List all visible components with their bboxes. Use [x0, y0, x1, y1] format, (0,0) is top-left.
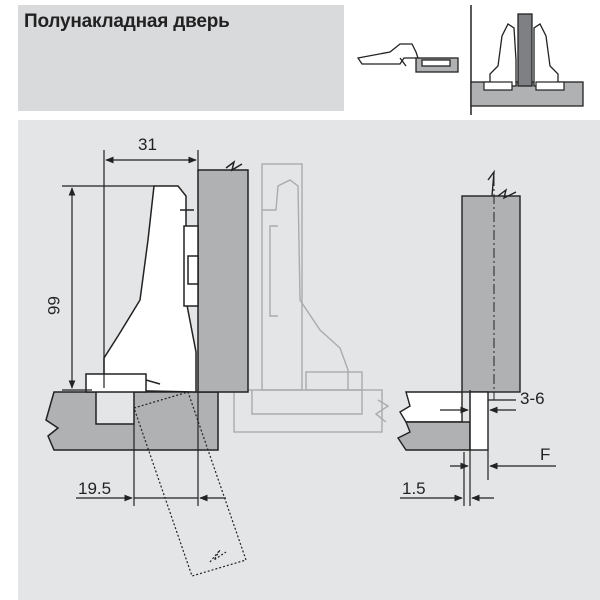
cabinet-panel	[45, 391, 219, 451]
dim-height-left-label: 66	[44, 296, 63, 315]
dim-offset-bottom-label: 19.5	[78, 479, 111, 498]
dim-offset-bottom	[76, 392, 226, 506]
title-box: Полунакладная дверь	[18, 5, 344, 111]
hinge-side-icon	[356, 43, 459, 73]
half-overlay-icon	[470, 5, 584, 115]
dim-distance-small	[400, 452, 494, 506]
dim-distance-small-label: 1.5	[402, 479, 426, 498]
door-panel	[197, 160, 249, 393]
dim-overlay-label: F	[540, 445, 550, 464]
dim-width-top-label: 31	[138, 135, 157, 154]
open-door-dotted	[133, 391, 247, 577]
dim-gap-range	[440, 390, 516, 506]
section-view	[396, 169, 521, 451]
dim-gap-range-label: 3-6	[520, 389, 545, 408]
hinge-arm	[85, 185, 199, 393]
dim-overlay	[450, 450, 556, 480]
dim-height-left	[62, 185, 154, 391]
ghost-hinge	[233, 163, 390, 433]
dim-width-top	[103, 150, 199, 388]
page-title: Полунакладная дверь	[24, 11, 230, 32]
